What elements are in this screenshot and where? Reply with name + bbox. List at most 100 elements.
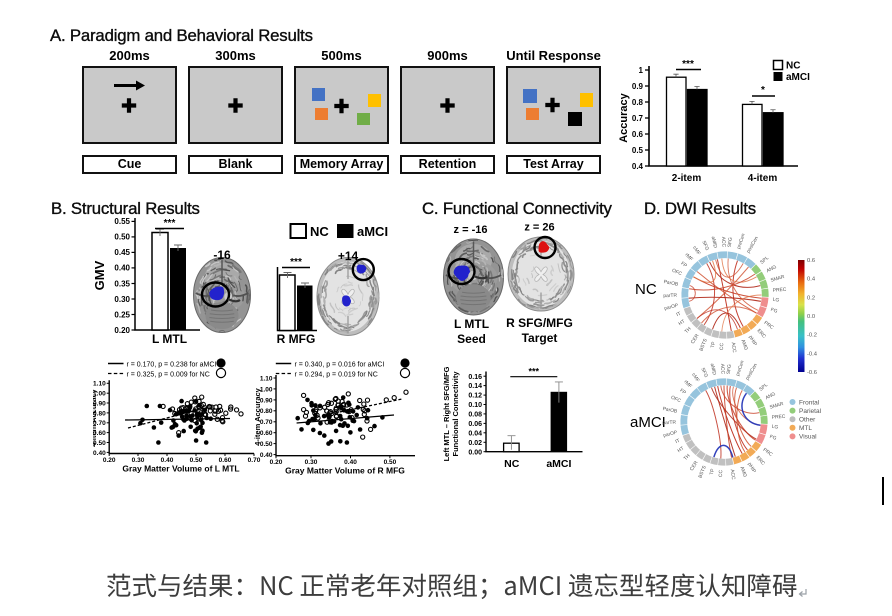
svg-text:CC: CC bbox=[718, 469, 724, 477]
svg-text:SFG: SFG bbox=[726, 364, 733, 375]
svg-text:ANG: ANG bbox=[766, 264, 778, 274]
svg-text:ANG: ANG bbox=[765, 391, 777, 401]
svg-text:L MTL: L MTL bbox=[152, 332, 187, 346]
svg-text:0.4: 0.4 bbox=[807, 277, 816, 283]
svg-text:preCen: preCen bbox=[736, 233, 747, 250]
svg-text:BSTS: BSTS bbox=[698, 464, 709, 479]
svg-text:0.0: 0.0 bbox=[807, 314, 815, 320]
svg-text:LG: LG bbox=[771, 424, 778, 431]
svg-text:0.8: 0.8 bbox=[632, 98, 644, 107]
svg-text:parOP: parOP bbox=[663, 430, 678, 439]
svg-text:parOP: parOP bbox=[664, 303, 679, 312]
svg-text:-0.6: -0.6 bbox=[807, 370, 817, 376]
svg-text:Other: Other bbox=[799, 417, 816, 424]
svg-text:0.12: 0.12 bbox=[468, 393, 482, 400]
svg-text:NC: NC bbox=[504, 458, 520, 470]
svg-text:1.00: 1.00 bbox=[260, 386, 273, 393]
svg-text:0.40: 0.40 bbox=[114, 264, 130, 273]
svg-text:0.08: 0.08 bbox=[468, 412, 482, 419]
svg-text:IT: IT bbox=[675, 311, 681, 318]
svg-text:0.4: 0.4 bbox=[632, 162, 644, 171]
svg-text:*: * bbox=[761, 85, 765, 96]
svg-text:***: *** bbox=[529, 367, 540, 377]
svg-text:***: *** bbox=[682, 59, 694, 70]
svg-text:ParOB: ParOB bbox=[662, 406, 678, 415]
svg-text:TH: TH bbox=[683, 453, 692, 462]
svg-text:preCen: preCen bbox=[735, 360, 746, 377]
svg-text:pHIP: pHIP bbox=[747, 335, 758, 347]
svg-text:r = 0.340, p = 0.016 for aMCI: r = 0.340, p = 0.016 for aMCI bbox=[295, 362, 385, 369]
svg-text:Gray Matter Volume of L MTL: Gray Matter Volume of L MTL bbox=[122, 464, 239, 474]
svg-text:0.30: 0.30 bbox=[114, 295, 130, 304]
svg-text:Functional Connectivity: Functional Connectivity bbox=[451, 371, 460, 457]
svg-text:NC: NC bbox=[635, 281, 657, 298]
svg-text:0.40: 0.40 bbox=[93, 450, 106, 457]
svg-text:0.20: 0.20 bbox=[270, 459, 283, 466]
svg-text:postCen: postCen bbox=[746, 235, 760, 254]
svg-text:MTL: MTL bbox=[799, 425, 812, 432]
svg-text:FP: FP bbox=[679, 261, 688, 269]
svg-text:1.10: 1.10 bbox=[93, 381, 106, 388]
svg-text:0.90: 0.90 bbox=[260, 397, 273, 404]
svg-text:4-item Accuracy: 4-item Accuracy bbox=[253, 387, 262, 445]
svg-text:r = 0.294, p = 0.019 for NC: r = 0.294, p = 0.019 for NC bbox=[295, 372, 378, 379]
svg-text:rMF: rMF bbox=[684, 252, 694, 262]
svg-text:PREC: PREC bbox=[773, 287, 787, 294]
svg-text:4-item: 4-item bbox=[748, 173, 778, 184]
svg-text:0.20: 0.20 bbox=[103, 457, 116, 464]
svg-text:SFG: SFG bbox=[700, 240, 710, 252]
svg-text:aMCI: aMCI bbox=[630, 414, 666, 431]
svg-text:0.55: 0.55 bbox=[114, 217, 130, 226]
svg-text:TP: TP bbox=[710, 341, 717, 348]
svg-text:ACC: ACC bbox=[720, 237, 727, 248]
svg-text:aMID: aMID bbox=[709, 363, 718, 376]
svg-text:cMF: cMF bbox=[690, 372, 700, 383]
svg-text:NC: NC bbox=[786, 61, 800, 72]
svg-text:parTR: parTR bbox=[663, 293, 677, 299]
svg-text:FP: FP bbox=[678, 388, 687, 396]
svg-text:BSTS: BSTS bbox=[699, 337, 710, 352]
svg-text:0.50: 0.50 bbox=[93, 440, 106, 447]
svg-text:Target: Target bbox=[522, 331, 558, 345]
svg-text:aMCI: aMCI bbox=[357, 224, 388, 239]
svg-text:OFC: OFC bbox=[670, 395, 682, 405]
svg-text:0.30: 0.30 bbox=[132, 457, 145, 464]
svg-text:ACC: ACC bbox=[730, 342, 737, 354]
svg-text:0.70: 0.70 bbox=[248, 457, 261, 464]
svg-text:0.20: 0.20 bbox=[114, 326, 130, 335]
svg-text:Gray Matter Volume of R MFG: Gray Matter Volume of R MFG bbox=[285, 466, 405, 476]
svg-text:rMF: rMF bbox=[683, 379, 693, 389]
svg-text:1.00: 1.00 bbox=[93, 391, 106, 398]
svg-text:SMAR: SMAR bbox=[770, 274, 786, 284]
svg-text:0.45: 0.45 bbox=[114, 248, 130, 257]
svg-text:Left MTL – Right SFG/MFG: Left MTL – Right SFG/MFG bbox=[442, 366, 451, 461]
svg-text:0.90: 0.90 bbox=[93, 400, 106, 407]
svg-text:-0.4: -0.4 bbox=[807, 351, 818, 357]
svg-text:Accuracy: Accuracy bbox=[618, 92, 630, 142]
svg-text:0.6: 0.6 bbox=[807, 258, 815, 264]
svg-text:L MTL: L MTL bbox=[454, 317, 489, 331]
svg-text:0.40: 0.40 bbox=[161, 457, 174, 464]
svg-text:aMCI: aMCI bbox=[546, 458, 571, 470]
svg-text:HT: HT bbox=[677, 445, 686, 454]
svg-text:Frontal: Frontal bbox=[799, 399, 820, 406]
svg-text:AMG: AMG bbox=[739, 466, 749, 479]
svg-text:0.40: 0.40 bbox=[344, 459, 357, 466]
svg-text:r = 0.170, p = 0.238 for aMCI: r = 0.170, p = 0.238 for aMCI bbox=[127, 362, 217, 369]
svg-text:SPL: SPL bbox=[759, 255, 770, 266]
svg-text:0.06: 0.06 bbox=[468, 421, 482, 428]
svg-text:parTR: parTR bbox=[662, 420, 676, 426]
svg-text:PREC: PREC bbox=[772, 414, 786, 421]
svg-text:SPL: SPL bbox=[758, 382, 769, 393]
svg-text:CER: CER bbox=[690, 333, 701, 345]
svg-text:0.60: 0.60 bbox=[219, 457, 232, 464]
svg-text:r = 0.325, p = 0.009 for NC: r = 0.325, p = 0.009 for NC bbox=[127, 372, 210, 379]
svg-text:1: 1 bbox=[639, 66, 644, 75]
svg-text:SFG: SFG bbox=[699, 367, 709, 379]
svg-text:ERC: ERC bbox=[755, 455, 767, 467]
svg-text:4-item Accuracy: 4-item Accuracy bbox=[93, 388, 98, 446]
svg-text:0.50: 0.50 bbox=[384, 459, 397, 466]
svg-text:0.14: 0.14 bbox=[468, 383, 482, 390]
svg-text:R MFG: R MFG bbox=[277, 332, 316, 346]
svg-text:0.10: 0.10 bbox=[468, 402, 482, 409]
